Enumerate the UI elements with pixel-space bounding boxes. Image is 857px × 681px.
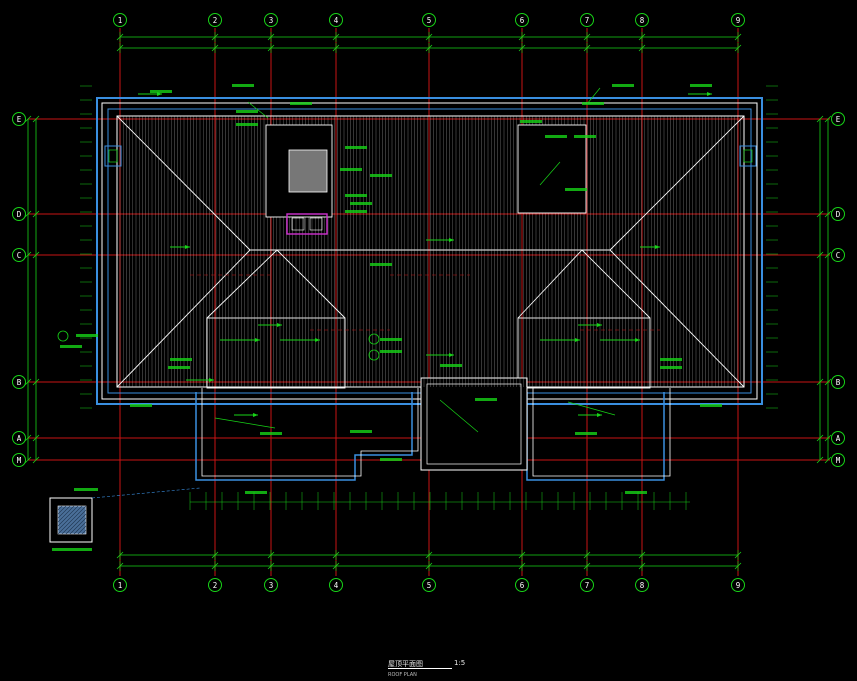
grid-bubble-col-top-3: 3 — [264, 13, 278, 27]
building-outline — [96, 97, 763, 481]
grid-bubble-row-right-E: E — [831, 112, 845, 126]
svg-text:4: 4 — [334, 581, 339, 590]
svg-text:7: 7 — [585, 581, 590, 590]
svg-text:3: 3 — [269, 16, 274, 25]
svg-text:B: B — [17, 378, 22, 387]
grid-bubble-row-left-C: C — [12, 248, 26, 262]
svg-text:6: 6 — [520, 16, 525, 25]
grid-bubble-col-top-8: 8 — [635, 13, 649, 27]
grid-bubble-col-top-9: 9 — [731, 13, 745, 27]
dimension-lines — [24, 32, 832, 571]
roof-details — [49, 84, 757, 551]
grid-bubble-row-left-M: M — [12, 453, 26, 467]
svg-text:9: 9 — [736, 16, 741, 25]
svg-text:1: 1 — [118, 581, 123, 590]
svg-text:2: 2 — [213, 581, 218, 590]
svg-text:D: D — [17, 210, 22, 219]
svg-text:1: 1 — [118, 16, 123, 25]
svg-text:A: A — [836, 434, 841, 443]
grid-bubble-col-top-6: 6 — [515, 13, 529, 27]
grid-bubble-row-left-A: A — [12, 431, 26, 445]
svg-text:C: C — [836, 251, 841, 260]
grid-bubble-col-bottom-1: 1 — [113, 578, 127, 592]
drawing-title: 屋顶平面图 — [388, 660, 423, 668]
grid-bubble-row-left-D: D — [12, 207, 26, 221]
grid-bubble-col-top-1: 1 — [113, 13, 127, 27]
svg-text:D: D — [836, 210, 841, 219]
grid-bubble-col-bottom-8: 8 — [635, 578, 649, 592]
svg-text:5: 5 — [427, 581, 432, 590]
grid-bubble-row-right-D: D — [831, 207, 845, 221]
svg-text:B: B — [836, 378, 841, 387]
svg-text:A: A — [17, 434, 22, 443]
svg-text:6: 6 — [520, 581, 525, 590]
drawing-subtitle: ROOF PLAN — [388, 672, 417, 678]
title-underline — [388, 668, 452, 669]
svg-text:2: 2 — [213, 16, 218, 25]
grid-bubble-col-bottom-2: 2 — [208, 578, 222, 592]
grid-bubble-col-top-4: 4 — [329, 13, 343, 27]
grid-bubble-col-bottom-9: 9 — [731, 578, 745, 592]
svg-text:7: 7 — [585, 16, 590, 25]
svg-text:E: E — [17, 115, 22, 124]
svg-text:8: 8 — [640, 581, 645, 590]
grid-bubble-col-bottom-6: 6 — [515, 578, 529, 592]
grid-bubble-col-bottom-7: 7 — [580, 578, 594, 592]
grid-bubble-row-left-B: B — [12, 375, 26, 389]
grid-bubble-row-left-E: E — [12, 112, 26, 126]
svg-text:3: 3 — [269, 581, 274, 590]
grid-bubble-row-right-A: A — [831, 431, 845, 445]
svg-text:4: 4 — [334, 16, 339, 25]
grid-bubble-col-bottom-3: 3 — [264, 578, 278, 592]
svg-text:C: C — [17, 251, 22, 260]
grid-bubble-row-right-C: C — [831, 248, 845, 262]
grid-bubble-row-right-M: M — [831, 453, 845, 467]
grid-bubble-row-right-B: B — [831, 375, 845, 389]
svg-text:9: 9 — [736, 581, 741, 590]
grid-bubble-col-top-2: 2 — [208, 13, 222, 27]
grid-bubble-col-bottom-4: 4 — [329, 578, 343, 592]
grid-bubble-col-bottom-5: 5 — [422, 578, 436, 592]
drawing-scale: 1:5 — [454, 659, 466, 667]
svg-text:M: M — [17, 456, 22, 465]
svg-text:M: M — [836, 456, 841, 465]
svg-text:5: 5 — [427, 16, 432, 25]
svg-text:E: E — [836, 115, 841, 124]
grid-bubble-col-top-7: 7 — [580, 13, 594, 27]
svg-text:8: 8 — [640, 16, 645, 25]
grid-bubble-col-top-5: 5 — [422, 13, 436, 27]
